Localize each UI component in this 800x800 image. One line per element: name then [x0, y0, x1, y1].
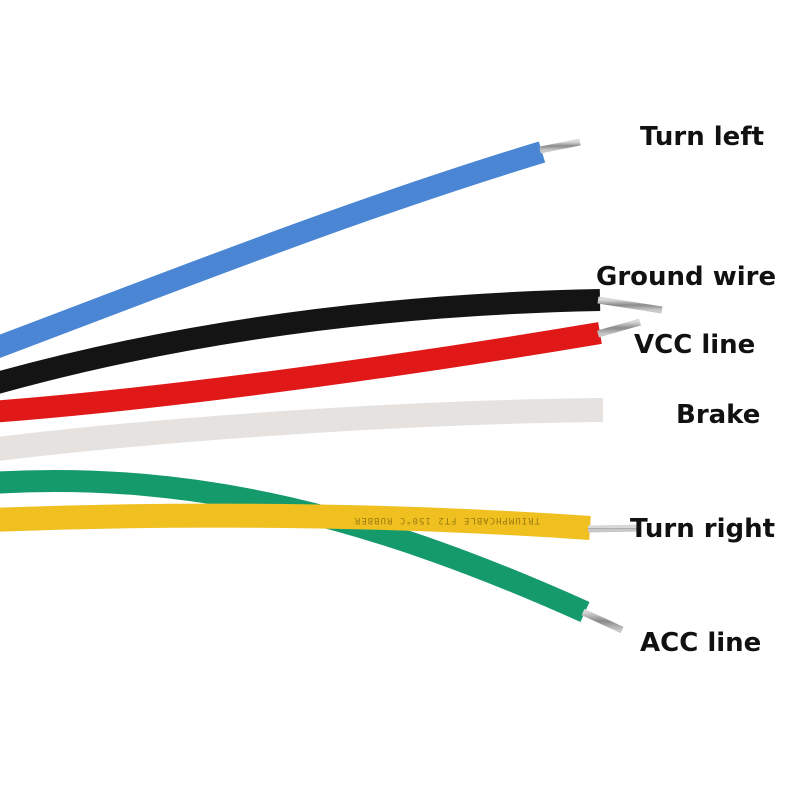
stripped-end — [581, 608, 624, 634]
label-turn-left: Turn left — [640, 122, 765, 152]
wire-white — [0, 398, 654, 461]
wire-red — [0, 318, 641, 423]
wire-yellow: TRIUMPHCABLE FT2 150°C RUBBER — [0, 503, 641, 540]
label-ground-wire: Ground wire — [596, 262, 777, 292]
wire-green — [0, 470, 624, 634]
label-turn-right: Turn right — [630, 514, 776, 544]
stripped-end — [597, 318, 641, 338]
cable-print-text: TRIUMPHCABLE FT2 150°C RUBBER — [354, 515, 540, 525]
stripped-end — [587, 524, 641, 533]
label-acc-line: ACC line — [640, 628, 762, 658]
wire-black — [0, 289, 663, 394]
label-vcc-line: VCC line — [634, 330, 756, 360]
wire-blue — [0, 138, 581, 358]
label-brake: Brake — [676, 400, 761, 430]
stripped-end — [597, 296, 663, 314]
stripped-end — [539, 138, 581, 154]
